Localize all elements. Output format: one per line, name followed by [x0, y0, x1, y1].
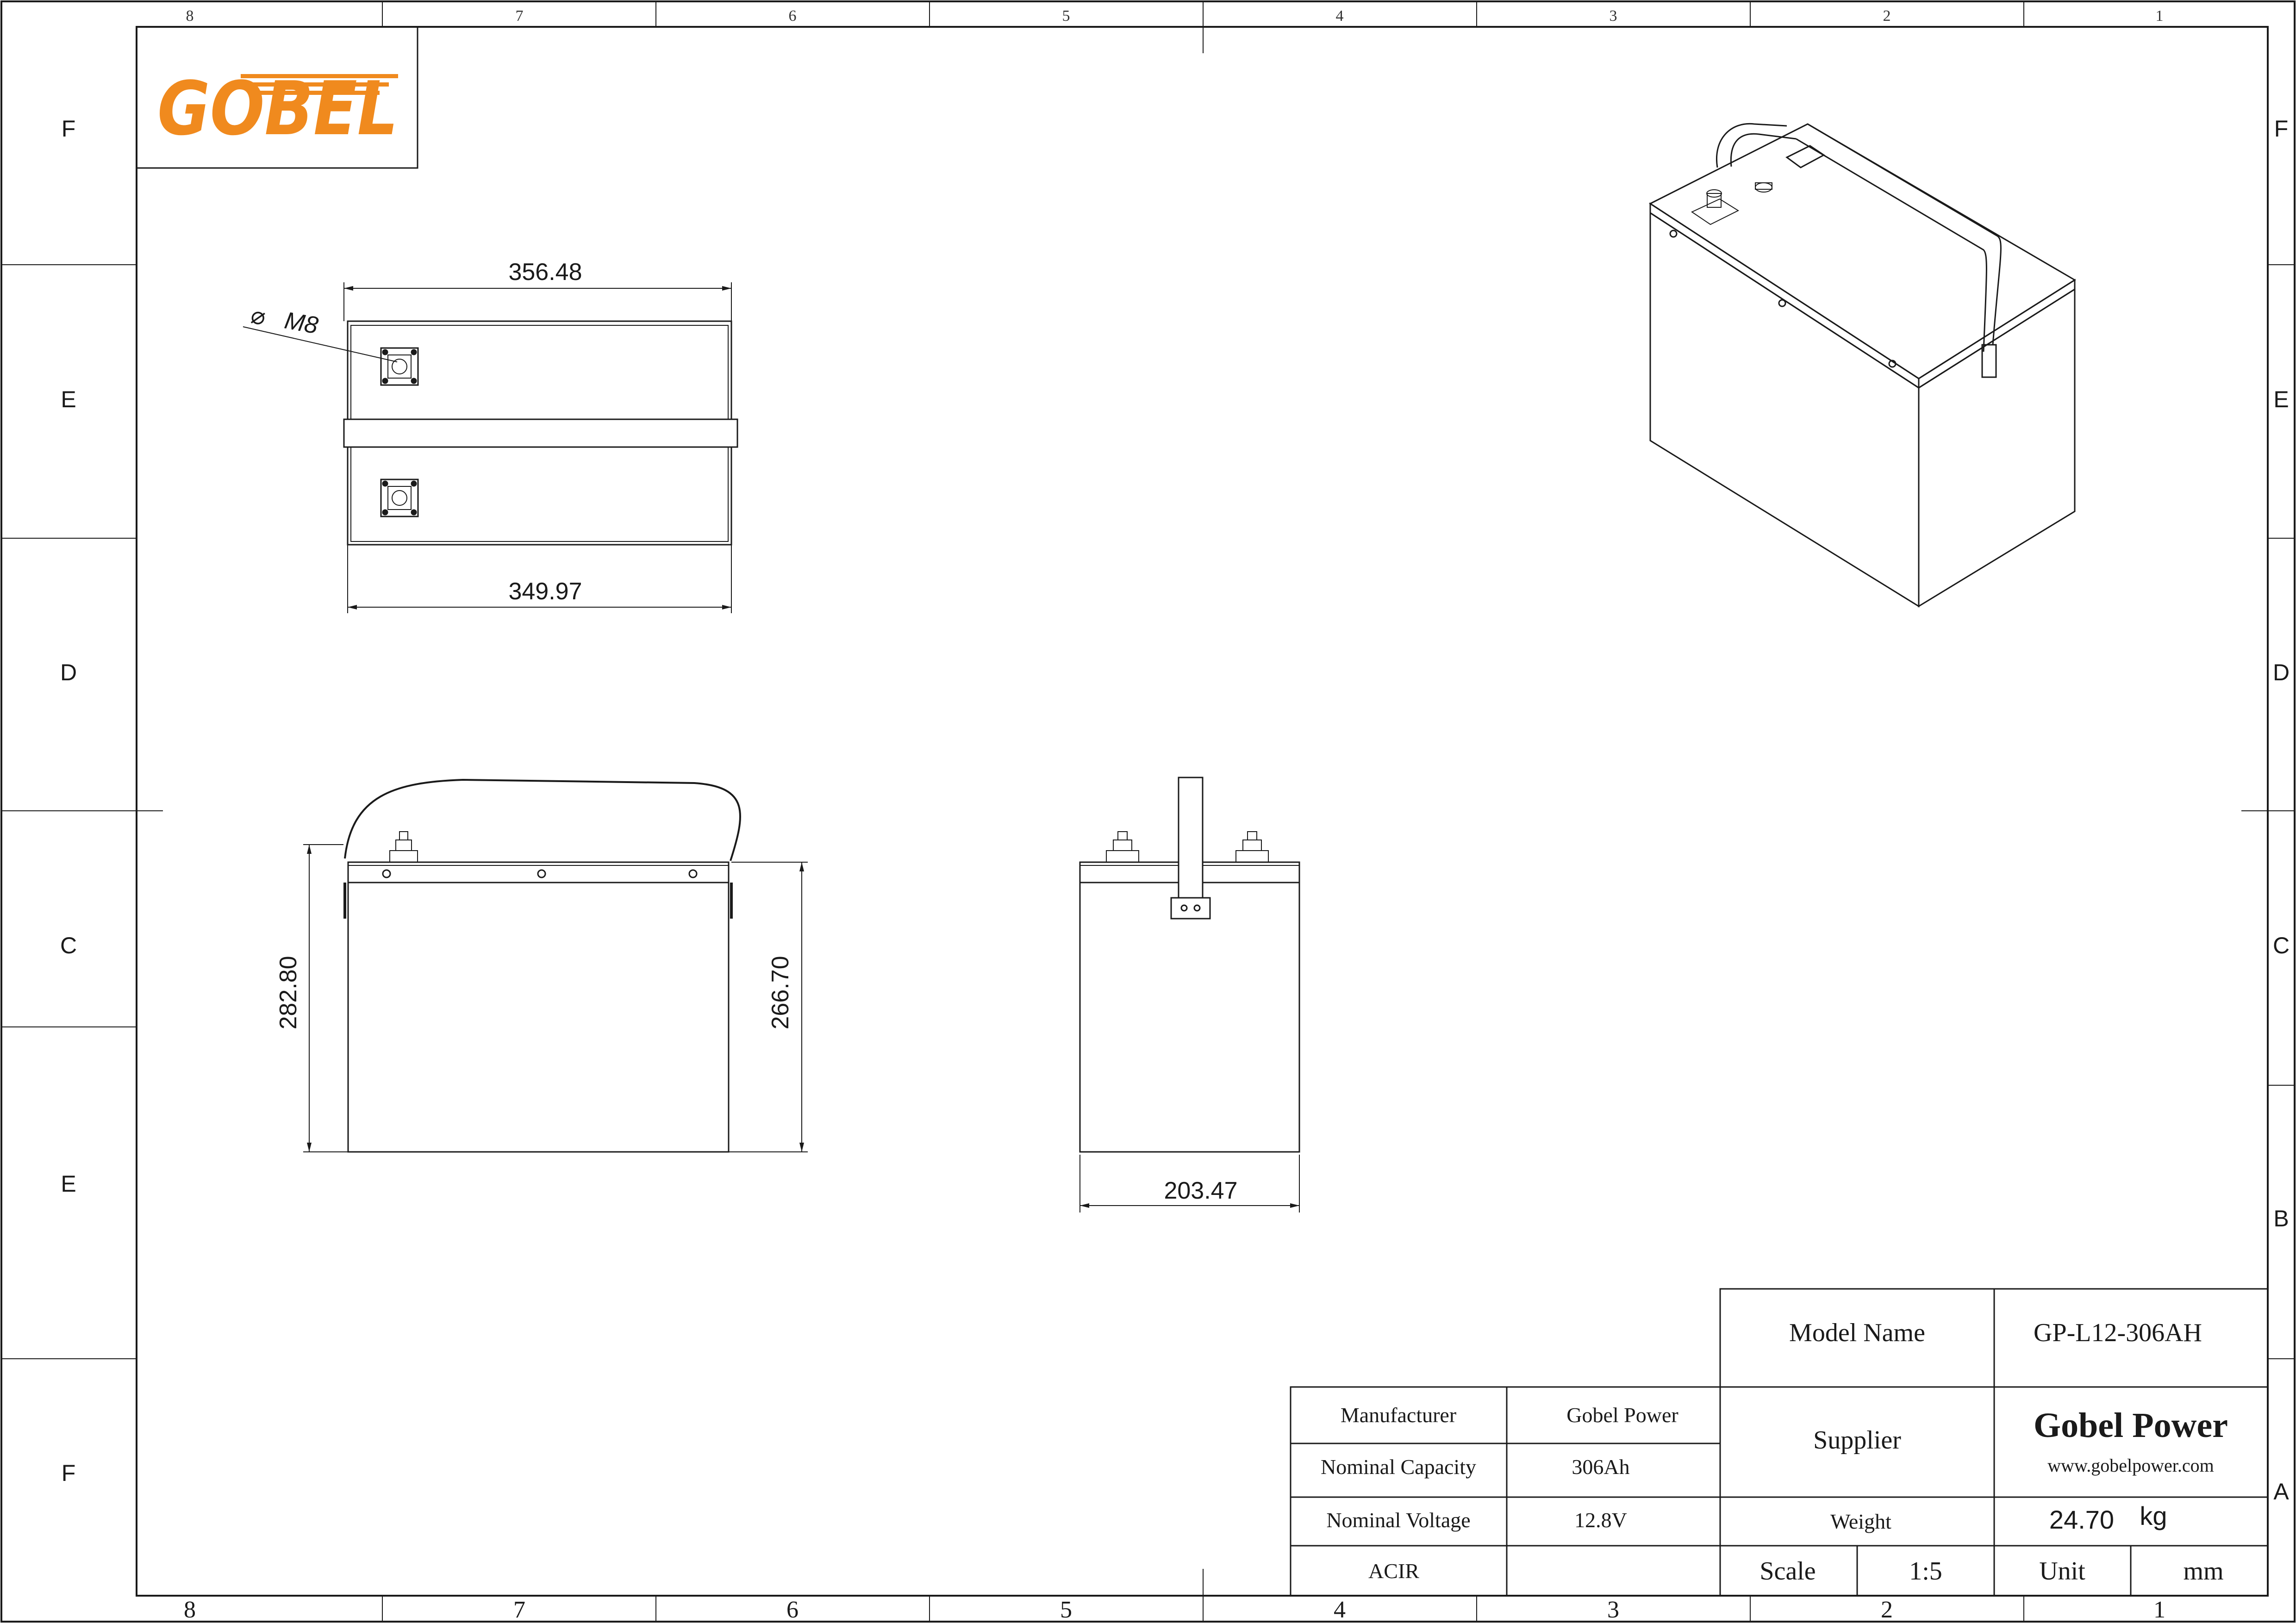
logo-speed-lines	[241, 74, 398, 95]
row-label: F	[62, 1460, 76, 1486]
title-block	[1290, 1288, 2269, 1597]
acir-label: ACIR	[1368, 1559, 1419, 1583]
iso-terminal	[1691, 182, 1772, 225]
col-label: 4	[1334, 1597, 1346, 1623]
col-label: 3	[1610, 7, 1617, 25]
side-terminals	[1106, 831, 1269, 863]
diameter-symbol: ⌀	[249, 302, 268, 331]
col-label: 4	[1336, 7, 1344, 25]
col-label: 6	[789, 7, 797, 25]
column-labels-top: 8 7 6 5 4 3 2 1	[186, 7, 2164, 25]
front-view	[303, 778, 808, 1153]
top-view	[243, 282, 738, 613]
voltage-value: 12.8V	[1574, 1508, 1627, 1532]
col-label: 1	[2156, 7, 2164, 25]
supplier-name: Gobel Power	[2034, 1406, 2228, 1445]
col-label: 7	[513, 1597, 525, 1623]
manufacturer-value: Gobel Power	[1566, 1403, 1678, 1427]
logo: GOBEL	[136, 26, 418, 169]
model-name-value: GP-L12-306AH	[2034, 1318, 2202, 1347]
dimension-overall-height: 282.80	[275, 956, 302, 1029]
capacity-value: 306Ah	[1572, 1455, 1629, 1479]
voltage-label: Nominal Voltage	[1326, 1508, 1470, 1532]
row-label: C	[60, 933, 77, 958]
dimension-top-length: 356.48	[508, 259, 582, 286]
title-block-text: Model Name GP-L12-306AH Manufacturer Gob…	[1321, 1318, 2228, 1586]
unit-value: mm	[2183, 1557, 2223, 1586]
col-label: 5	[1060, 1597, 1072, 1623]
weight-label: Weight	[1830, 1510, 1891, 1533]
row-label: E	[2273, 386, 2289, 412]
row-label: B	[2273, 1206, 2289, 1231]
front-terminal	[389, 831, 418, 863]
col-label: 7	[516, 7, 524, 25]
col-label: 8	[184, 1597, 196, 1623]
unit-label: Unit	[2039, 1557, 2085, 1586]
terminal-top-negative	[380, 479, 419, 517]
side-view	[1079, 777, 1300, 1213]
row-label: F	[62, 116, 76, 142]
model-name-label: Model Name	[1789, 1318, 1925, 1347]
row-label: A	[2273, 1479, 2289, 1505]
thread-size-label: M8	[282, 307, 320, 339]
supplier-url: www.gobelpower.com	[2047, 1455, 2214, 1476]
weight-value: 24.70	[2049, 1505, 2114, 1534]
row-label: D	[60, 659, 77, 685]
dimension-bottom-length: 349.97	[508, 578, 582, 605]
row-label: E	[61, 1171, 76, 1197]
scale-label: Scale	[1759, 1557, 1816, 1586]
col-label: 1	[2153, 1597, 2165, 1623]
row-label: C	[2273, 933, 2290, 958]
column-labels-bottom: 8 7 6 5 4 3 2 1	[184, 1597, 2165, 1623]
capacity-label: Nominal Capacity	[1321, 1455, 1476, 1479]
col-label: 5	[1062, 7, 1070, 25]
row-label: D	[2273, 659, 2290, 685]
dimension-width: 203.47	[1164, 1177, 1237, 1204]
col-label: 8	[186, 7, 194, 25]
isometric-view	[1649, 123, 2076, 608]
col-label: 6	[786, 1597, 799, 1623]
manufacturer-label: Manufacturer	[1341, 1403, 1456, 1427]
dimension-body-height: 266.70	[767, 956, 794, 1029]
row-labels-left: F E D C E F	[60, 116, 77, 1486]
col-label: 3	[1607, 1597, 1619, 1623]
col-label: 2	[1881, 1597, 1893, 1623]
row-label: E	[61, 386, 76, 412]
supplier-label: Supplier	[1813, 1426, 1901, 1455]
row-label: F	[2274, 116, 2289, 142]
col-label: 2	[1883, 7, 1891, 25]
logo-wordmark: GOBEL	[157, 65, 398, 152]
scale-value: 1:5	[1909, 1557, 1942, 1586]
row-labels-right: F E D C B A	[2273, 116, 2290, 1505]
terminal-top-positive	[380, 347, 419, 386]
weight-unit: kg	[2140, 1501, 2167, 1530]
